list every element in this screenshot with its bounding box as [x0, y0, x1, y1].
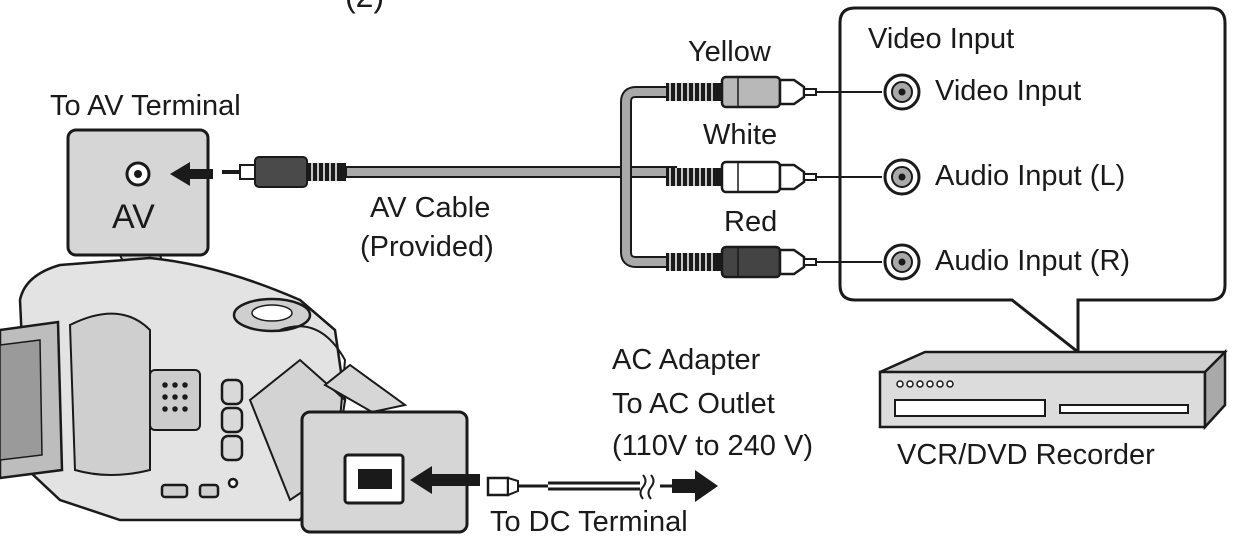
av-cable-name: AV Cable	[370, 192, 491, 224]
ac-outlet-label: To AC Outlet	[612, 388, 775, 420]
dc-insert-arrow-icon	[410, 466, 480, 494]
dc-terminal-callout	[300, 363, 480, 534]
insert-arrow-icon	[170, 162, 213, 186]
rca-jack-icon	[883, 243, 921, 281]
recorder-panel-title: Video Input	[868, 23, 1015, 55]
rca-plug-white	[666, 160, 882, 194]
outlet-arrow-icon	[672, 470, 718, 502]
av-cable-provided: (Provided)	[360, 231, 494, 263]
plug-label-red: Red	[724, 206, 778, 238]
input-label-video: Video Input	[935, 75, 1082, 107]
input-label-audio-r: Audio Input (R)	[935, 245, 1131, 277]
av-jack-label: AV	[112, 198, 155, 236]
rca-plug-yellow	[666, 75, 882, 109]
ac-adapter-label: AC Adapter	[612, 344, 761, 376]
plug-label-white: White	[703, 119, 778, 151]
dc-cable	[486, 470, 718, 502]
av-jack-icon	[125, 161, 151, 187]
dc-terminal-label: To DC Terminal	[490, 506, 688, 538]
recorder-device-label: VCR/DVD Recorder	[897, 439, 1155, 471]
camcorder-illustration	[0, 256, 347, 522]
step-marker: (2)	[345, 0, 384, 12]
voltage-label: (110V to 240 V)	[612, 430, 813, 462]
av-terminal-panel	[66, 128, 210, 257]
av-mini-plug	[222, 156, 346, 188]
recorder-jacks	[883, 73, 921, 281]
rca-plugs	[666, 75, 882, 279]
input-label-audio-l: Audio Input (L)	[935, 160, 1126, 192]
rca-plug-red	[666, 245, 882, 279]
plug-label-yellow: Yellow	[688, 36, 771, 68]
vcr-dvd-recorder-illustration	[878, 348, 1228, 431]
rca-jack-icon	[883, 158, 921, 196]
av-terminal-title: To AV Terminal	[50, 90, 241, 122]
av-cable	[222, 86, 677, 268]
recorder-callout	[838, 6, 1227, 356]
rca-jack-icon	[883, 73, 921, 111]
